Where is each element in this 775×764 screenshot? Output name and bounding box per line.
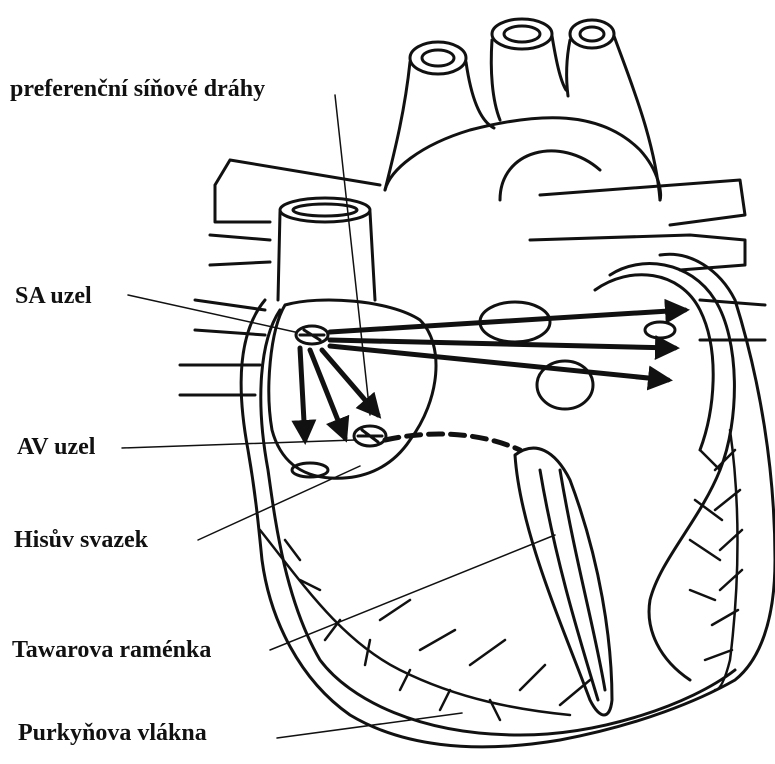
ventricles (480, 264, 734, 715)
purkinje-fibers (260, 430, 742, 720)
label-bundle-of-his: Hisův svazek (14, 527, 148, 554)
conduction-arrows (300, 310, 685, 440)
atrial-pathways-leader (335, 95, 370, 415)
bundle-of-his-leader (198, 466, 360, 540)
superior-vena-cava (278, 198, 375, 300)
label-av-node: AV uzel (17, 434, 95, 461)
label-purkinje-fibers: Purkyňova vlákna (18, 720, 207, 747)
label-sa-node: SA uzel (15, 283, 92, 310)
sa-node-leader (128, 295, 295, 332)
bundle-branches-leader (270, 535, 555, 650)
label-atrial-pathways: preferenční síňové dráhy (10, 76, 265, 103)
great-vessels (385, 19, 661, 200)
label-bundle-branches: Tawarova raménka (12, 637, 211, 664)
av-node-leader (122, 440, 355, 448)
